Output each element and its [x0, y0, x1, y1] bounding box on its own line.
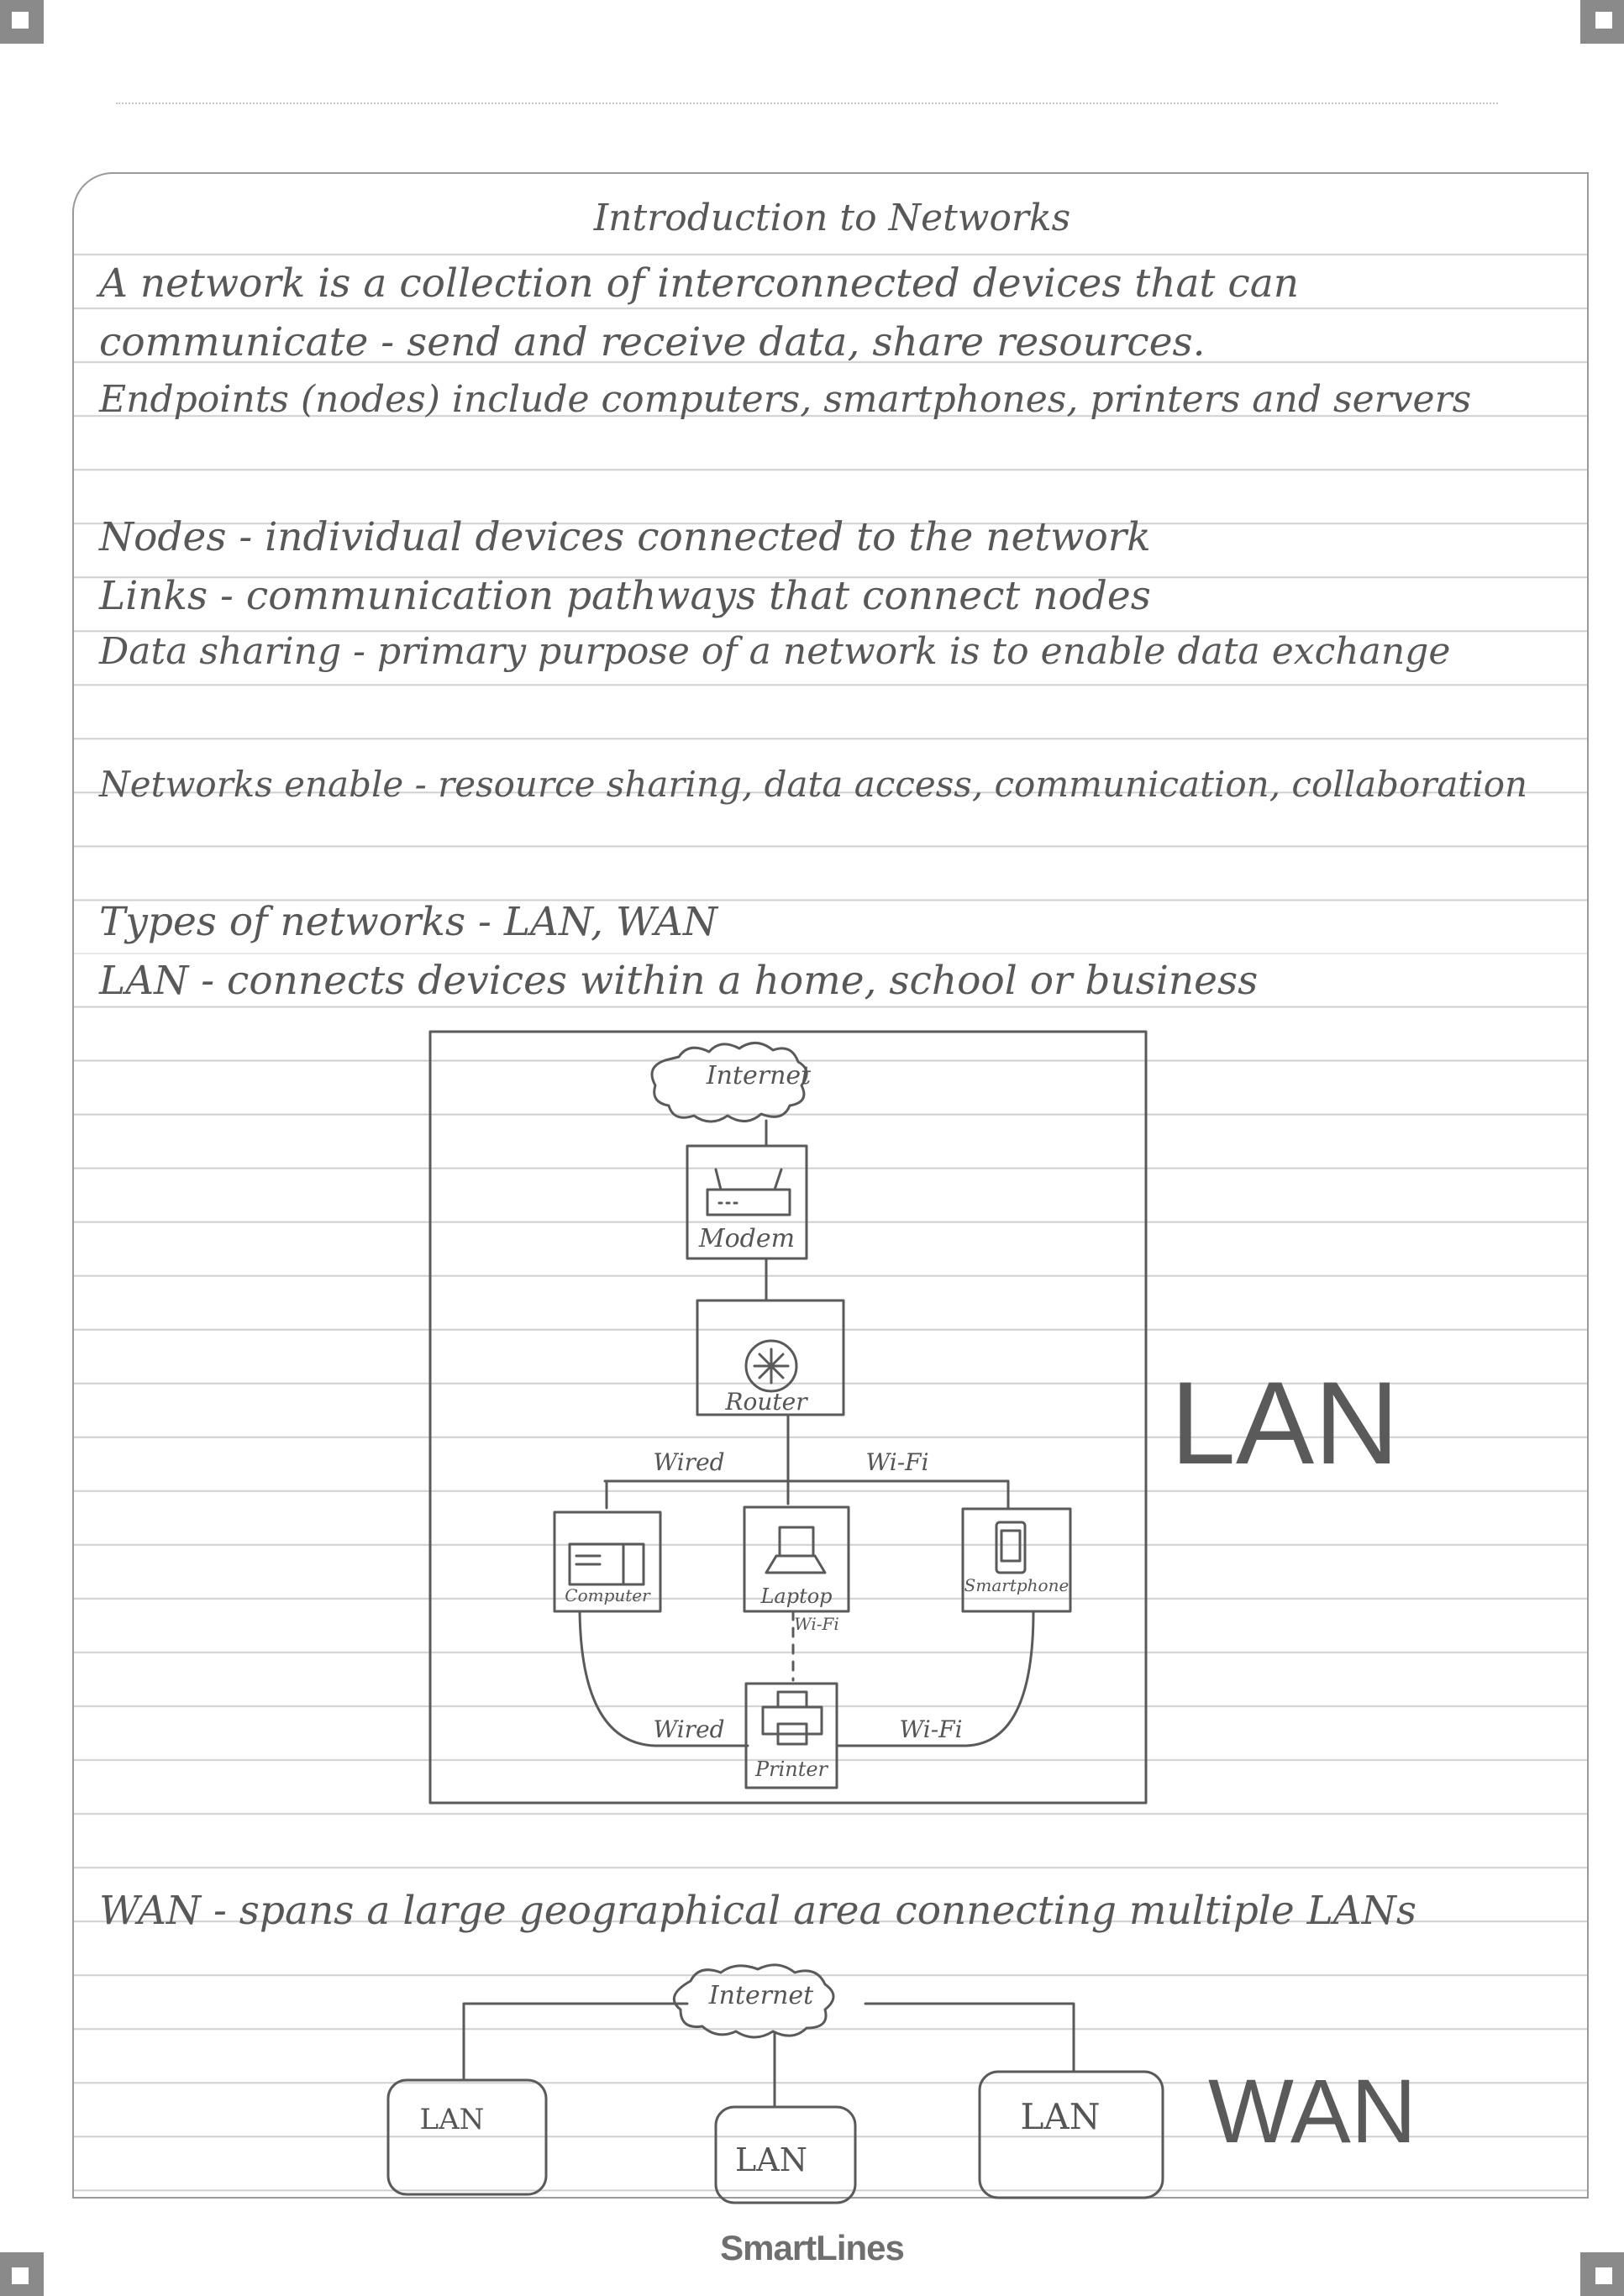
- brand-logo: SmartLines: [720, 2228, 905, 2267]
- scan-marker-top-left: [0, 0, 44, 44]
- note-line-5: Links - communication pathways that conn…: [99, 573, 1151, 619]
- link-computer-printer: [578, 1610, 749, 1747]
- printer-box: [744, 1682, 838, 1789]
- internet-cloud-icon: [650, 1042, 808, 1123]
- header-line: [116, 102, 1498, 104]
- link-smartphone-printer: [835, 1610, 1035, 1747]
- scan-marker-bottom-right: [1580, 2252, 1624, 2296]
- laptop-label: Laptop: [759, 1584, 832, 1608]
- wan-lan-left-box: [386, 2078, 548, 2196]
- note-line-2: communicate - send and receive data, sha…: [99, 319, 1206, 365]
- lan-big-label: LAN: [1170, 1357, 1399, 1489]
- router-icon: [744, 1339, 798, 1393]
- note-line-1: A network is a collection of interconnec…: [99, 260, 1299, 307]
- laptop-box: [743, 1505, 850, 1613]
- wan-lan-right-label: LAN: [1021, 2096, 1101, 2137]
- note-line-10: WAN - spans a large geographical area co…: [99, 1888, 1416, 1934]
- wan-internet-cloud-icon: [672, 1963, 835, 2039]
- wan-link-right: [864, 2002, 1075, 2073]
- printer-label: Printer: [754, 1757, 829, 1781]
- laptop-icon: [765, 1526, 827, 1574]
- scan-marker-top-right: [1580, 0, 1624, 44]
- wan-internet-label: Internet: [708, 1981, 814, 2010]
- smartphone-box: [961, 1507, 1072, 1613]
- computer-box: [553, 1511, 662, 1613]
- wifi-label: Wi-Fi: [865, 1448, 928, 1476]
- modem-label: Modem: [698, 1224, 795, 1253]
- computer-label: Computer: [565, 1585, 651, 1605]
- computer-icon: [568, 1542, 645, 1586]
- modem-box: [686, 1144, 808, 1260]
- lan-frame: [428, 1030, 1148, 1805]
- printer-wired-label: Wired: [653, 1715, 724, 1743]
- page-title: Introduction to Networks: [593, 197, 1071, 239]
- wan-big-label: WAN: [1208, 2060, 1416, 2162]
- wan-lan-center-label: LAN: [735, 2141, 807, 2178]
- wired-label: Wired: [653, 1448, 724, 1476]
- wan-lan-center-box: [714, 2105, 857, 2204]
- smartphone-label: Smartphone: [964, 1575, 1070, 1595]
- scan-marker-bottom-left: [0, 2252, 44, 2296]
- wan-link-left: [462, 2002, 689, 2082]
- note-line-8: Types of networks - LAN, WAN: [99, 899, 718, 945]
- router-label: Router: [724, 1388, 808, 1416]
- lan-internet-label: Internet: [706, 1061, 812, 1090]
- printer-wifi-label: Wi-Fi: [899, 1715, 962, 1743]
- modem-icon: [706, 1168, 791, 1216]
- smartphone-icon: [995, 1521, 1027, 1574]
- laptop-link-label: Wi-Fi: [794, 1614, 839, 1634]
- router-box: [696, 1299, 845, 1416]
- note-line-6: Data sharing - primary purpose of a netw…: [99, 630, 1451, 673]
- notebook-page: Introduction to Networks A network is a …: [72, 172, 1589, 2199]
- wan-lan-left-label: LAN: [420, 2103, 485, 2136]
- note-line-7: Networks enable - resource sharing, data…: [99, 764, 1528, 805]
- note-line-9: LAN - connects devices within a home, sc…: [99, 958, 1259, 1004]
- wan-lan-right-box: [978, 2070, 1164, 2199]
- printer-icon: [761, 1690, 823, 1746]
- note-line-3: Endpoints (nodes) include computers, sma…: [99, 378, 1472, 421]
- note-line-4: Nodes - individual devices connected to …: [99, 514, 1151, 560]
